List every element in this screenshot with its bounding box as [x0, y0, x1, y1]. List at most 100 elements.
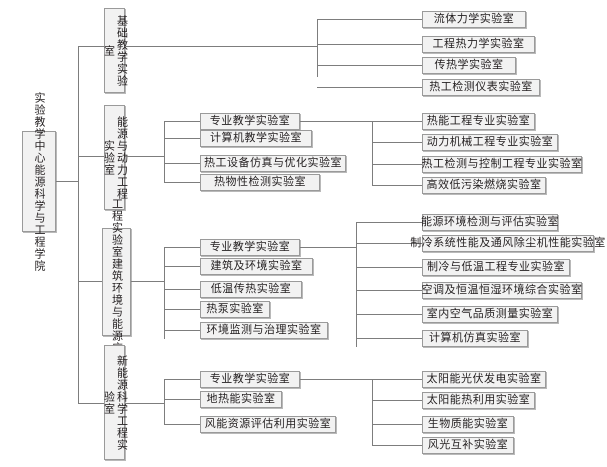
connector-new-energy-trunk — [164, 379, 165, 424]
leaf-label-basic-3: 热工检测仪表实验室 — [429, 81, 533, 93]
leaf-node-new-energy-0[interactable]: 太阳能光伏发电实验室 — [422, 371, 546, 388]
branch-label-basic: 基础教学实验室 — [102, 14, 128, 87]
branch-label-new-energy: 新能源科学工程实验室 — [102, 354, 128, 451]
leaf-label-basic-2: 传热学实验室 — [434, 59, 504, 71]
leaf-label-energy-power-2: 热工检测与控制工程专业实验室 — [421, 158, 583, 170]
leaf-node-basic-1[interactable]: 工程热力学实验室 — [422, 36, 535, 53]
leaf-node-building-env-4[interactable]: 室内空气品质测量实验室 — [422, 306, 558, 323]
leaf-label-new-energy-2: 生物质能实验室 — [427, 418, 509, 430]
branch-label-building-env-col-left: 工程实验室 — [110, 198, 123, 258]
leaf-node-building-env-0[interactable]: 能源环境检测与评估实验室 — [421, 214, 559, 231]
leaf-node-building-env-2[interactable]: 制冷与低温工程专业实验室 — [422, 259, 570, 276]
connector-new-energy-leaf-stem — [300, 379, 372, 380]
leaf-label-building-env-4: 室内空气品质测量实验室 — [426, 308, 554, 320]
leaf-node-new-energy-1[interactable]: 太阳能热利用实验室 — [422, 392, 535, 409]
leaf-label-building-env-2: 制冷与低温工程专业实验室 — [427, 261, 565, 273]
connector-energy-power-leaf-stem — [300, 121, 372, 122]
root-node[interactable]: 实验教学中心 能源科学与工程学院 — [22, 92, 56, 272]
leaf-label-new-energy-3: 风光互补实验室 — [427, 439, 509, 451]
leaf-label-new-energy-1: 太阳能热利用实验室 — [426, 394, 531, 406]
root-label-col-right: 能源科学与工程学院 — [33, 163, 45, 272]
leaf-node-building-env-3[interactable]: 空调及恒温恒湿环境综合实验室 — [422, 282, 582, 299]
connector-energy-power-stem — [125, 156, 164, 157]
child-label-energy-power-1: 计算机教学实验室 — [210, 132, 302, 144]
connector-building-env-leaf-4 — [356, 314, 422, 315]
connector-building-env-child-4 — [164, 330, 200, 331]
connector-to-new-energy — [78, 403, 104, 404]
leaf-node-energy-power-2[interactable]: 热工检测与控制工程专业实验室 — [422, 156, 582, 173]
connector-to-basic — [78, 46, 104, 47]
connector-new-energy-leaf-3 — [372, 445, 422, 446]
branch-node-building-env-text: 工程实验室 建筑环境与能源应用 — [110, 198, 124, 366]
connector-basic-leaf-3 — [317, 87, 422, 88]
connector-building-env-child-3 — [164, 309, 200, 310]
connector-energy-power-leaf-3 — [372, 185, 422, 186]
connector-energy-power-leaf-trunk — [372, 121, 373, 185]
child-label-building-env-0: 专业教学实验室 — [209, 241, 291, 253]
leaf-label-basic-1: 工程热力学实验室 — [432, 38, 525, 50]
child-label-new-energy-2: 风能资源评估利用实验室 — [204, 418, 332, 430]
connector-new-energy-child-0 — [164, 379, 200, 380]
child-node-building-env-1[interactable]: 建筑及环境实验室 — [200, 258, 313, 275]
connector-building-env-leaf-3 — [356, 290, 422, 291]
child-node-building-env-0[interactable]: 专业教学实验室 — [200, 239, 300, 256]
child-node-energy-power-1[interactable]: 计算机教学实验室 — [200, 130, 312, 147]
leaf-node-basic-2[interactable]: 传热学实验室 — [422, 57, 516, 74]
child-node-energy-power-2[interactable]: 热工设备仿真与优化实验室 — [200, 155, 346, 172]
leaf-node-energy-power-0[interactable]: 热能工程专业实验室 — [422, 113, 535, 130]
child-node-new-energy-2[interactable]: 风能资源评估利用实验室 — [200, 416, 336, 433]
connector-new-energy-leaf-1 — [372, 400, 422, 401]
connector-energy-power-child-3 — [164, 182, 200, 183]
connector-energy-power-trunk — [164, 121, 165, 182]
child-label-new-energy-1: 地热能实验室 — [206, 393, 276, 405]
connector-to-energy-power — [78, 156, 104, 157]
connector-basic-leaf-1 — [317, 44, 422, 45]
leaf-node-new-energy-3[interactable]: 风光互补实验室 — [422, 437, 514, 454]
leaf-node-building-env-5[interactable]: 计算机仿真实验室 — [422, 330, 528, 347]
leaf-node-basic-3[interactable]: 热工检测仪表实验室 — [422, 79, 540, 96]
child-label-building-env-3: 热泵实验室 — [206, 303, 264, 315]
leaf-node-new-energy-2[interactable]: 生物质能实验室 — [422, 416, 514, 433]
connector-basic-trunk — [317, 19, 318, 77]
connector-energy-power-child-1 — [164, 138, 200, 139]
connector-new-energy-stem — [125, 403, 164, 404]
child-label-energy-power-3: 热物性检测实验室 — [214, 176, 306, 188]
leaf-label-energy-power-0: 热能工程专业实验室 — [426, 115, 531, 127]
connector-new-energy-child-1 — [164, 399, 200, 400]
leaf-node-building-env-1[interactable]: 制冷系统性能及通风除尘机性能实验室 — [410, 235, 605, 252]
connector-basic-leaf-0 — [317, 19, 422, 20]
connector-to-building-env — [78, 281, 102, 282]
child-node-building-env-4[interactable]: 环境监测与治理实验室 — [200, 322, 328, 339]
branch-node-basic[interactable]: 基础教学实验室 — [102, 8, 128, 93]
leaf-node-energy-power-3[interactable]: 高效低污染燃烧实验室 — [422, 177, 546, 194]
connector-new-energy-leaf-2 — [372, 424, 422, 425]
child-label-building-env-4: 环境监测与治理实验室 — [206, 324, 322, 336]
branch-node-building-env[interactable]: 工程实验室 建筑环境与能源应用 — [102, 198, 131, 366]
connector-building-env-child-0 — [164, 247, 200, 248]
connector-new-energy-leaf-trunk — [372, 379, 373, 445]
connector-new-energy-leaf-0 — [372, 379, 422, 380]
connector-energy-power-leaf-0 — [372, 121, 422, 122]
leaf-node-basic-0[interactable]: 流体力学实验室 — [422, 11, 526, 28]
connector-energy-power-leaf-2 — [372, 164, 422, 165]
branch-node-new-energy[interactable]: 新能源科学工程实验室 — [102, 345, 128, 460]
connector-building-env-leaf-stem — [300, 247, 356, 248]
child-node-new-energy-0[interactable]: 专业教学实验室 — [200, 371, 300, 388]
child-node-new-energy-1[interactable]: 地热能实验室 — [200, 391, 282, 408]
child-label-building-env-2: 低温传热实验室 — [210, 283, 292, 295]
leaf-label-new-energy-0: 太阳能光伏发电实验室 — [426, 373, 542, 385]
child-node-building-env-3[interactable]: 热泵实验室 — [200, 301, 270, 318]
child-node-building-env-2[interactable]: 低温传热实验室 — [200, 281, 302, 298]
leaf-node-energy-power-1[interactable]: 动力机械工程专业实验室 — [422, 134, 558, 151]
child-node-energy-power-3[interactable]: 热物性检测实验室 — [200, 174, 320, 191]
connector-energy-power-leaf-1 — [372, 142, 422, 143]
branch-label-energy-power: 能源与动力工程实验室 — [102, 115, 128, 200]
child-node-energy-power-0[interactable]: 专业教学实验室 — [200, 113, 300, 130]
leaf-label-energy-power-3: 高效低污染燃烧实验室 — [426, 179, 542, 191]
leaf-label-energy-power-1: 动力机械工程专业实验室 — [426, 136, 554, 148]
connector-main-trunk — [78, 46, 79, 403]
branch-node-energy-power[interactable]: 能源与动力工程实验室 — [102, 105, 128, 210]
leaf-label-building-env-1: 制冷系统性能及通风除尘机性能实验室 — [410, 237, 606, 249]
connector-new-energy-child-2 — [164, 424, 200, 425]
